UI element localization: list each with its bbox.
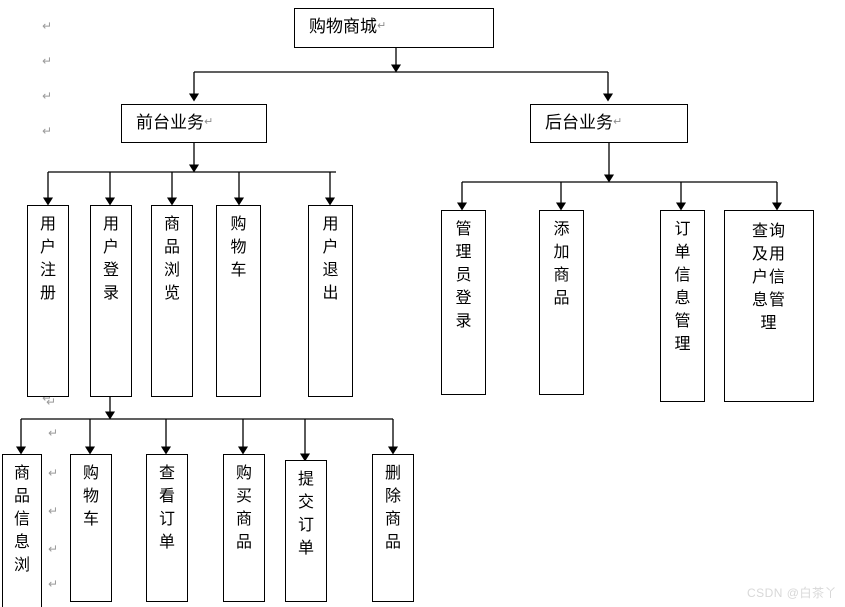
paragraph-mark-8: ↵ [48,504,59,518]
node-add-product[interactable]: 添加商品 [539,210,584,395]
node-shopping-cart-top[interactable]: 购物车 [216,205,261,397]
node-view-order[interactable]: 查看订单 [146,454,188,602]
paragraph-mark-2: ↵ [42,54,53,68]
node-product-info-browse[interactable]: 商品信息浏 [2,454,42,607]
node-delete-product[interactable]: 删除商品 [372,454,414,602]
node-admin-login[interactable]: 管理员登录 [441,210,486,395]
node-backend-business-label: 后台业务 [545,113,613,132]
paragraph-mark-9: ↵ [48,542,59,556]
paragraph-mark-3: ↵ [42,89,53,103]
paragraph-mark-6: ↵ [48,426,59,440]
cr-mark-frontend: ↵ [204,115,214,128]
node-shopping-cart-top-label: 购物车 [230,216,247,279]
node-query-user-info-management-label: 查询及用户信息管理 [751,223,786,332]
paragraph-mark-4: ↵ [42,124,53,138]
node-user-login-label: 用户登录 [103,216,120,302]
node-shopping-cart-bottom-label: 购物车 [83,465,100,528]
node-order-info-management-label: 订单信息管理 [674,221,691,353]
node-product-browse[interactable]: 商品浏览 [151,205,193,397]
cr-mark-root: ↵ [377,19,387,32]
paragraph-mark-5: ↵ [46,395,57,409]
node-query-user-info-management[interactable]: 查询及用户信息管理 [724,210,814,402]
node-product-info-browse-label: 商品信息浏 [14,465,31,574]
node-submit-order[interactable]: 提交订单 [285,460,327,602]
node-buy-product-label: 购买商品 [236,465,253,551]
node-view-order-label: 查看订单 [159,465,176,551]
node-product-browse-label: 商品浏览 [164,216,181,302]
paragraph-mark-11: ↵ [42,391,53,405]
node-submit-order-label: 提交订单 [298,471,315,557]
watermark: CSDN @白茶丫 [746,586,837,600]
paragraph-mark-1: ↵ [42,19,53,33]
node-admin-login-label: 管理员登录 [455,221,472,330]
node-root-label: 购物商城 [309,17,377,36]
node-user-logout[interactable]: 用户退出 [308,205,353,397]
node-user-register[interactable]: 用户注册 [27,205,69,397]
node-add-product-label: 添加商品 [553,221,570,307]
node-user-register-label: 用户注册 [40,216,57,302]
node-user-login[interactable]: 用户登录 [90,205,132,397]
node-frontend-business-label: 前台业务 [136,113,204,132]
node-delete-product-label: 删除商品 [385,465,402,551]
node-backend-business[interactable]: 后台业务↵ [530,104,688,143]
node-buy-product[interactable]: 购买商品 [223,454,265,602]
paragraph-mark-7: ↵ [48,466,59,480]
node-order-info-management[interactable]: 订单信息管理 [660,210,705,402]
node-frontend-business[interactable]: 前台业务↵ [121,104,267,143]
cr-mark-backend: ↵ [613,115,623,128]
node-root-shopping-mall[interactable]: 购物商城↵ [294,8,494,48]
paragraph-mark-10: ↵ [48,577,59,591]
node-user-logout-label: 用户退出 [322,216,339,302]
node-shopping-cart-bottom[interactable]: 购物车 [70,454,112,602]
